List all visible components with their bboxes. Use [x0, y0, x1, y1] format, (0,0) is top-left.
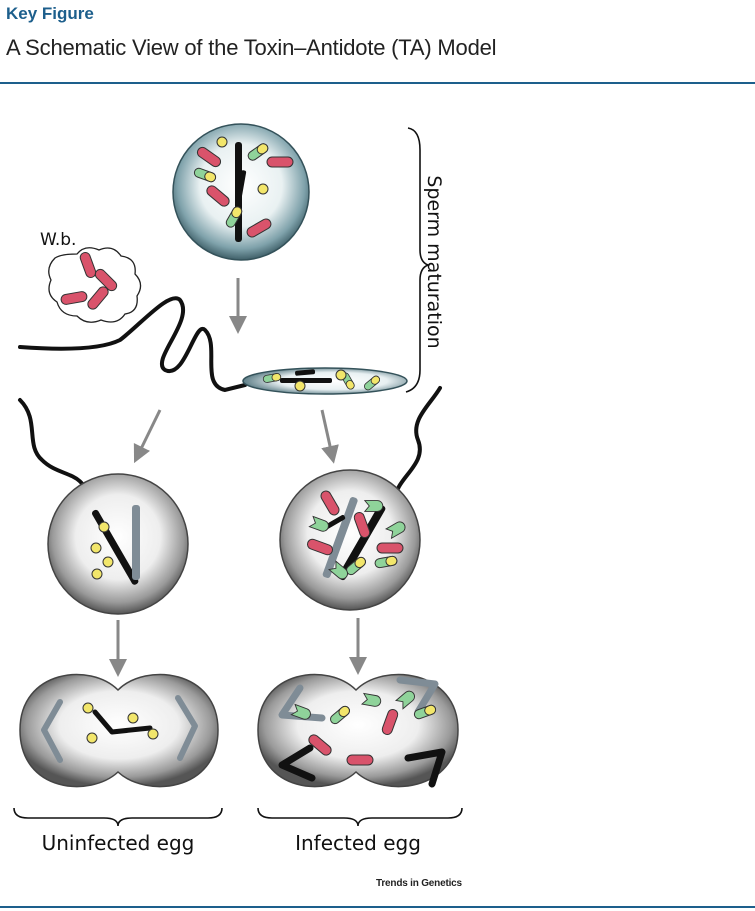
figure-title: A Schematic View of the Toxin–Antidote (…: [6, 35, 497, 60]
uninfected-fertilized-egg: [47, 473, 189, 615]
uninfected-dividing-egg: [19, 673, 219, 788]
right-tail: [393, 386, 442, 502]
ta-model-diagram: W.b. Sperm maturation: [13, 123, 463, 855]
left-tail: [18, 398, 90, 502]
wolbachia-label: W.b.: [40, 230, 76, 250]
uninfected-egg-label: Uninfected egg: [42, 831, 195, 855]
sperm-cell: [18, 296, 408, 395]
infected-fertilized-egg: [279, 469, 421, 611]
arrow-right-to-egg: [320, 409, 339, 464]
journal-credit: Trends in Genetics: [376, 878, 462, 889]
uninfected-brace: [13, 807, 223, 827]
top-rule: [0, 82, 755, 84]
bottom-rule: [0, 906, 755, 908]
arrow-left-to-egg: [133, 409, 162, 464]
sperm-maturation-brace: [405, 127, 431, 393]
infected-dividing-egg: [257, 673, 459, 788]
wolbachia-cluster: [48, 247, 142, 323]
spermatocyte-cell: [172, 123, 310, 261]
sperm-maturation-label: Sperm maturation: [423, 175, 445, 348]
key-figure-label: Key Figure: [6, 4, 94, 23]
infected-egg-label: Infected egg: [295, 831, 421, 855]
infected-brace: [257, 807, 463, 827]
